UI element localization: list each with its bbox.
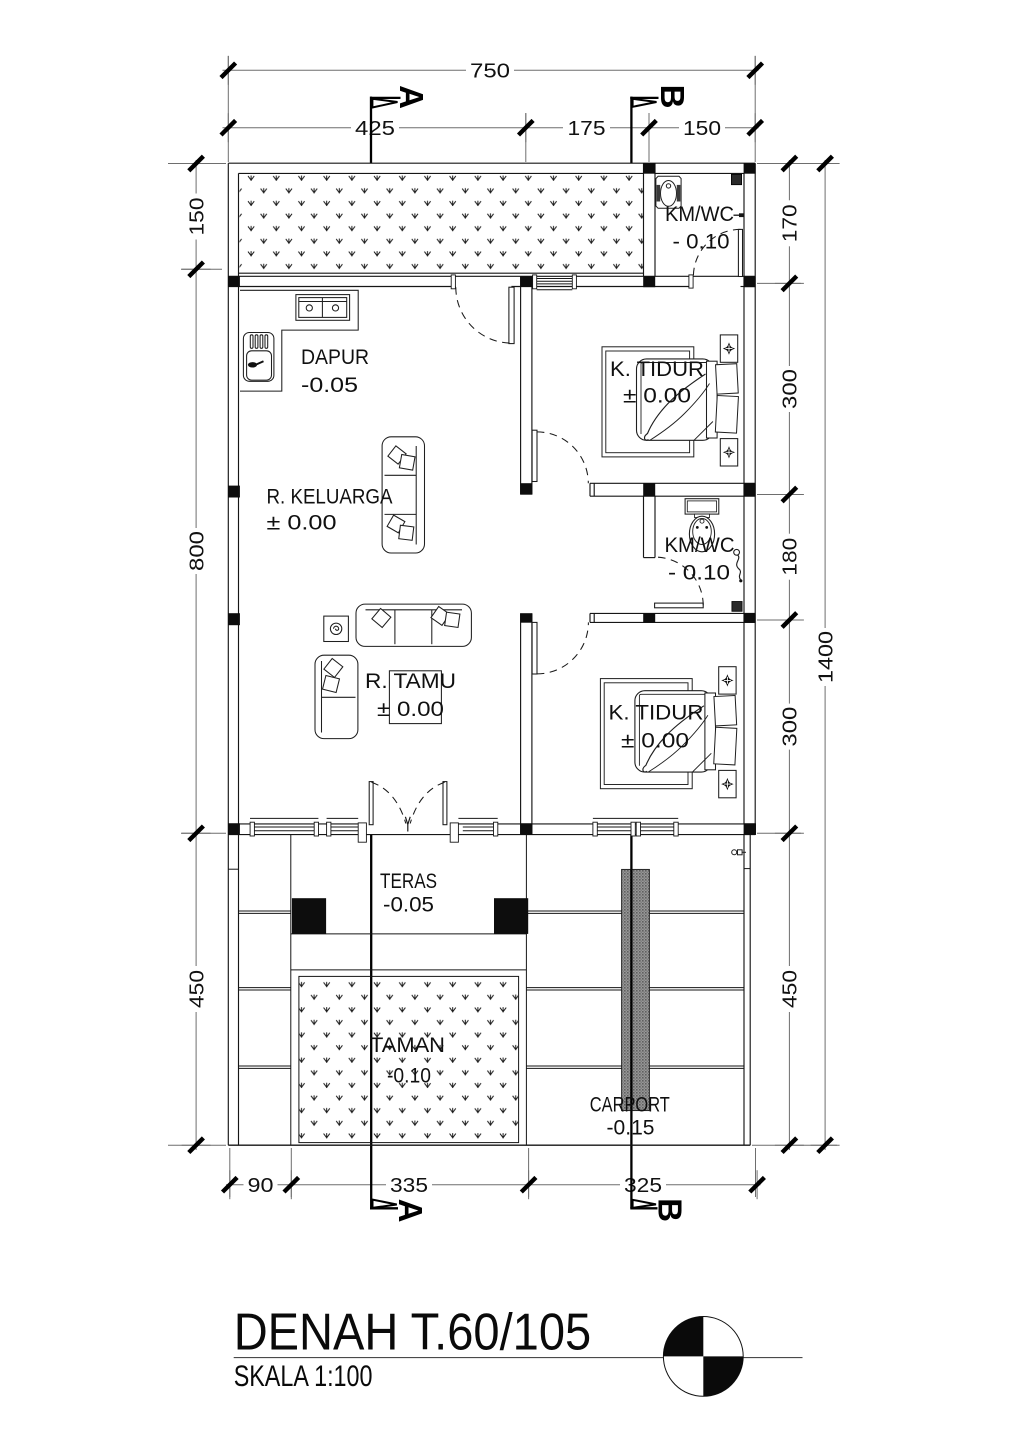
svg-text:- 0.10: - 0.10 (673, 230, 730, 253)
svg-text:170: 170 (780, 204, 802, 242)
svg-text:SKALA 1:100: SKALA 1:100 (234, 1360, 373, 1393)
svg-text:1400: 1400 (815, 631, 837, 683)
svg-text:K. TIDUR: K. TIDUR (609, 702, 704, 725)
svg-text:-0.15: -0.15 (607, 1117, 655, 1140)
svg-text:335: 335 (390, 1175, 428, 1197)
svg-text:800: 800 (186, 531, 208, 571)
svg-text:-0.05: -0.05 (383, 894, 434, 917)
svg-text:R. TAMU: R. TAMU (365, 670, 456, 693)
svg-text:CARPORT: CARPORT (590, 1094, 670, 1117)
svg-text:± 0.00: ± 0.00 (623, 385, 691, 408)
svg-text:DAPUR: DAPUR (301, 346, 369, 369)
svg-text:300: 300 (780, 707, 802, 747)
svg-text:B: B (654, 85, 691, 109)
svg-text:R. KELUARGA: R. KELUARGA (267, 486, 393, 509)
svg-text:180: 180 (780, 538, 802, 576)
svg-text:150: 150 (683, 118, 721, 140)
svg-text:± 0.00: ± 0.00 (377, 698, 444, 721)
svg-text:-0.10: -0.10 (387, 1065, 431, 1088)
svg-text:425: 425 (355, 118, 395, 140)
svg-text:750: 750 (470, 60, 510, 82)
svg-text:TAMAN: TAMAN (370, 1034, 445, 1057)
svg-text:150: 150 (186, 198, 208, 236)
svg-text:KM/WC: KM/WC (665, 534, 735, 557)
svg-text:B: B (652, 1198, 689, 1222)
svg-text:KM/WC: KM/WC (665, 203, 734, 226)
svg-text:450: 450 (780, 970, 802, 1008)
svg-text:A: A (393, 85, 430, 109)
svg-text:TERAS: TERAS (380, 870, 437, 893)
svg-text:175: 175 (568, 118, 606, 140)
svg-text:K. TIDUR: K. TIDUR (610, 358, 704, 381)
svg-text:DENAH T.60/105: DENAH T.60/105 (234, 1304, 592, 1362)
svg-text:450: 450 (186, 970, 208, 1008)
svg-text:A: A (392, 1199, 429, 1223)
svg-text:325: 325 (624, 1175, 662, 1197)
svg-text:± 0.00: ± 0.00 (267, 512, 337, 535)
svg-text:± 0.00: ± 0.00 (621, 730, 689, 753)
svg-text:- 0.10: - 0.10 (668, 561, 730, 584)
svg-text:300: 300 (780, 369, 802, 409)
svg-text:90: 90 (248, 1175, 274, 1197)
svg-text:-0.05: -0.05 (301, 374, 358, 397)
